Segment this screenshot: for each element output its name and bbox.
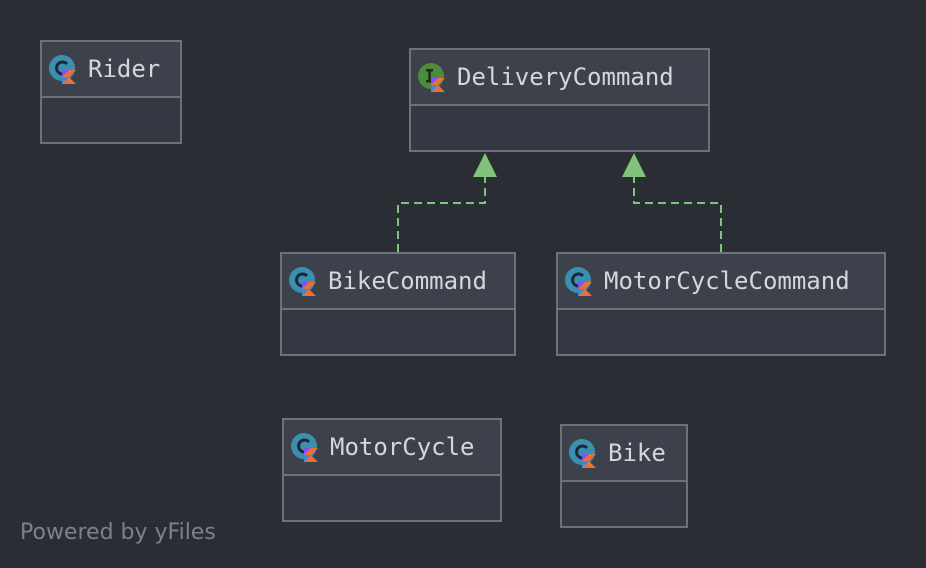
node-bike[interactable]: Bike: [560, 424, 688, 528]
arrowhead-motorcyclecommand-edge: [622, 153, 646, 177]
node-delivery-command[interactable]: DeliveryCommand: [409, 48, 710, 152]
node-bike-name: Bike: [608, 439, 666, 467]
node-bike-command[interactable]: BikeCommand: [280, 252, 516, 356]
node-motorcycle-name: MotorCycle: [330, 433, 475, 461]
kotlin-class-icon: [49, 55, 76, 84]
kotlin-class-icon: [289, 267, 316, 296]
arrowhead-bikecommand-edge: [473, 153, 497, 177]
node-rider[interactable]: Rider: [40, 40, 182, 144]
node-motorcycle-header: MotorCycle: [284, 420, 500, 476]
node-bike-command-name: BikeCommand: [328, 267, 487, 295]
kotlin-interface-icon: [418, 63, 445, 92]
node-rider-name: Rider: [88, 55, 161, 83]
node-motorcycle-command[interactable]: MotorCycleCommand: [556, 252, 886, 356]
edge-bikecommand-implements-deliverycommand: [397, 176, 486, 252]
node-bike-command-header: BikeCommand: [282, 254, 514, 310]
node-rider-header: Rider: [42, 42, 180, 98]
kotlin-class-icon: [565, 267, 592, 296]
node-motorcycle-command-name: MotorCycleCommand: [604, 267, 850, 295]
node-delivery-command-header: DeliveryCommand: [411, 50, 708, 106]
node-bike-header: Bike: [562, 426, 686, 482]
powered-by-footer: Powered by yFiles: [20, 520, 216, 545]
node-motorcycle-command-header: MotorCycleCommand: [558, 254, 884, 310]
edge-motorcyclecommand-implements-deliverycommand: [633, 176, 722, 252]
kotlin-class-icon: [291, 433, 318, 462]
node-motorcycle[interactable]: MotorCycle: [282, 418, 502, 522]
kotlin-class-icon: [569, 439, 596, 468]
node-delivery-command-name: DeliveryCommand: [457, 63, 674, 91]
